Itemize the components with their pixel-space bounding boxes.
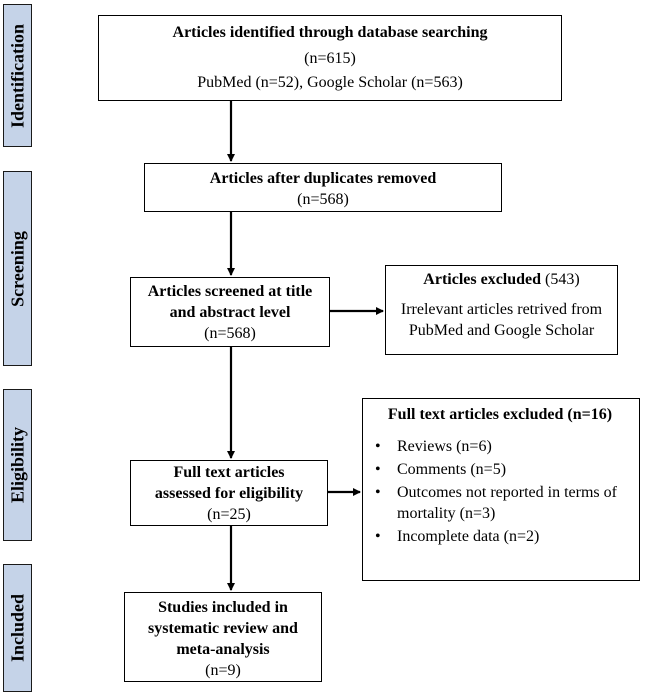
phase-included: Included (3, 564, 32, 692)
excluded-screen-line1: Irrelevant articles retrived from (400, 301, 603, 318)
fulltext-line1: Full text articles (173, 464, 285, 481)
box-duplicates-removed: Articles after duplicates removed (n=568… (144, 163, 502, 212)
fulltext-excluded-list: Reviews (n=6)Comments (n=5)Outcomes not … (369, 436, 631, 547)
box-identified: Articles identified through database sea… (98, 15, 562, 101)
excluded-screen-count: (543) (545, 271, 580, 288)
fulltext-count: (n=25) (207, 506, 251, 523)
excluded-screen-header: Articles excluded (543) (386, 269, 617, 290)
included-line1: Studies included in (158, 599, 288, 616)
fulltext-excluded-item: Incomplete data (n=2) (369, 526, 631, 547)
box-fulltext-assessed: Full text articles assessed for eligibil… (130, 460, 328, 526)
excluded-screen-title: Articles excluded (423, 271, 542, 288)
fulltext-excluded-item: Reviews (n=6) (369, 436, 631, 457)
phase-screening: Screening (3, 171, 32, 366)
box-fulltext-excluded: Full text articles excluded (n=16) Revie… (362, 398, 640, 581)
duplicates-title: Articles after duplicates removed (209, 170, 437, 187)
fulltext-excluded-title: Full text articles excluded (n=16) (387, 406, 613, 423)
screened-count: (n=568) (204, 325, 256, 342)
box-included: Studies included in systematic review an… (124, 592, 322, 682)
phase-identification: Identification (3, 4, 32, 147)
phase-eligibility: Eligibility (3, 389, 32, 541)
included-count: (n=9) (205, 662, 241, 679)
fulltext-excluded-item: Outcomes not reported in terms of mortal… (369, 482, 631, 524)
identified-count: (n=615) (304, 50, 356, 67)
duplicates-count: (n=568) (297, 191, 349, 208)
screened-line2: and abstract level (169, 304, 291, 321)
box-excluded-screening: Articles excluded (543) Irrelevant artic… (385, 265, 618, 355)
box-screened: Articles screened at title and abstract … (130, 277, 330, 347)
fulltext-line2: assessed for eligibility (154, 485, 304, 502)
identified-title: Articles identified through database sea… (172, 24, 488, 41)
fulltext-excluded-item: Comments (n=5) (369, 459, 631, 480)
excluded-screen-line2: PubMed and Google Scholar (408, 322, 595, 339)
identified-sources: PubMed (n=52), Google Scholar (n=563) (197, 74, 463, 91)
screened-line1: Articles screened at title (147, 283, 313, 300)
included-line2: systematic review and (148, 620, 298, 637)
included-line3: meta-analysis (176, 641, 270, 658)
